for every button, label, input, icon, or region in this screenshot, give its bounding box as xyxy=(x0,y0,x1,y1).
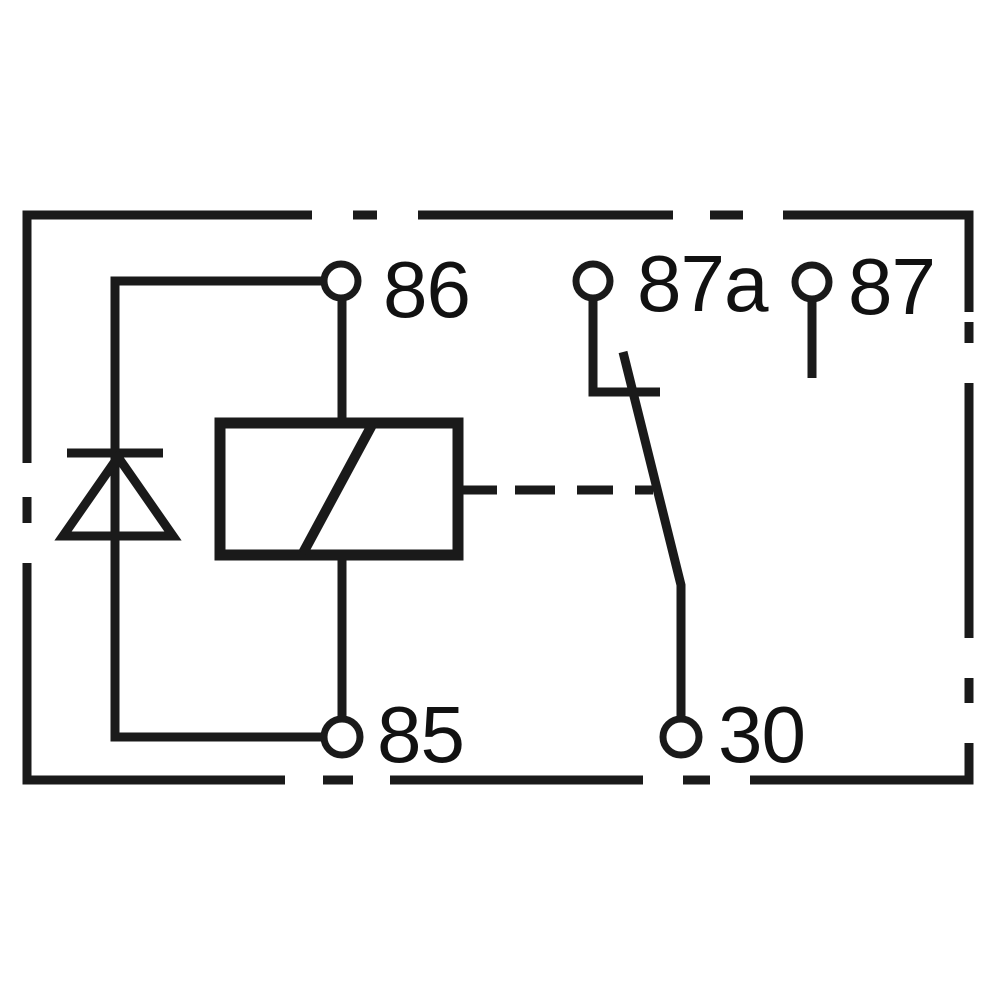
wire-diode-branch xyxy=(110,276,324,742)
terminal-85-label: 85 xyxy=(377,690,464,779)
terminal-87a-label: 87a xyxy=(637,239,769,328)
terminal-87-label: 87 xyxy=(848,242,935,331)
relay-coil-diagonal xyxy=(298,422,377,556)
diode-triangle xyxy=(54,449,182,541)
contact-87a-seat xyxy=(588,298,660,397)
terminal-87a-circle xyxy=(572,260,614,302)
terminal-87-circle xyxy=(791,261,833,303)
terminal-85-circle xyxy=(320,715,364,759)
suppression-diode xyxy=(54,448,182,541)
terminal-86-circle xyxy=(320,260,362,302)
switch-arm xyxy=(618,350,686,720)
terminal-30-circle xyxy=(659,715,703,759)
case-outline xyxy=(22,210,974,785)
terminal-86-label: 86 xyxy=(383,245,470,334)
terminal-30-label: 30 xyxy=(718,690,805,779)
